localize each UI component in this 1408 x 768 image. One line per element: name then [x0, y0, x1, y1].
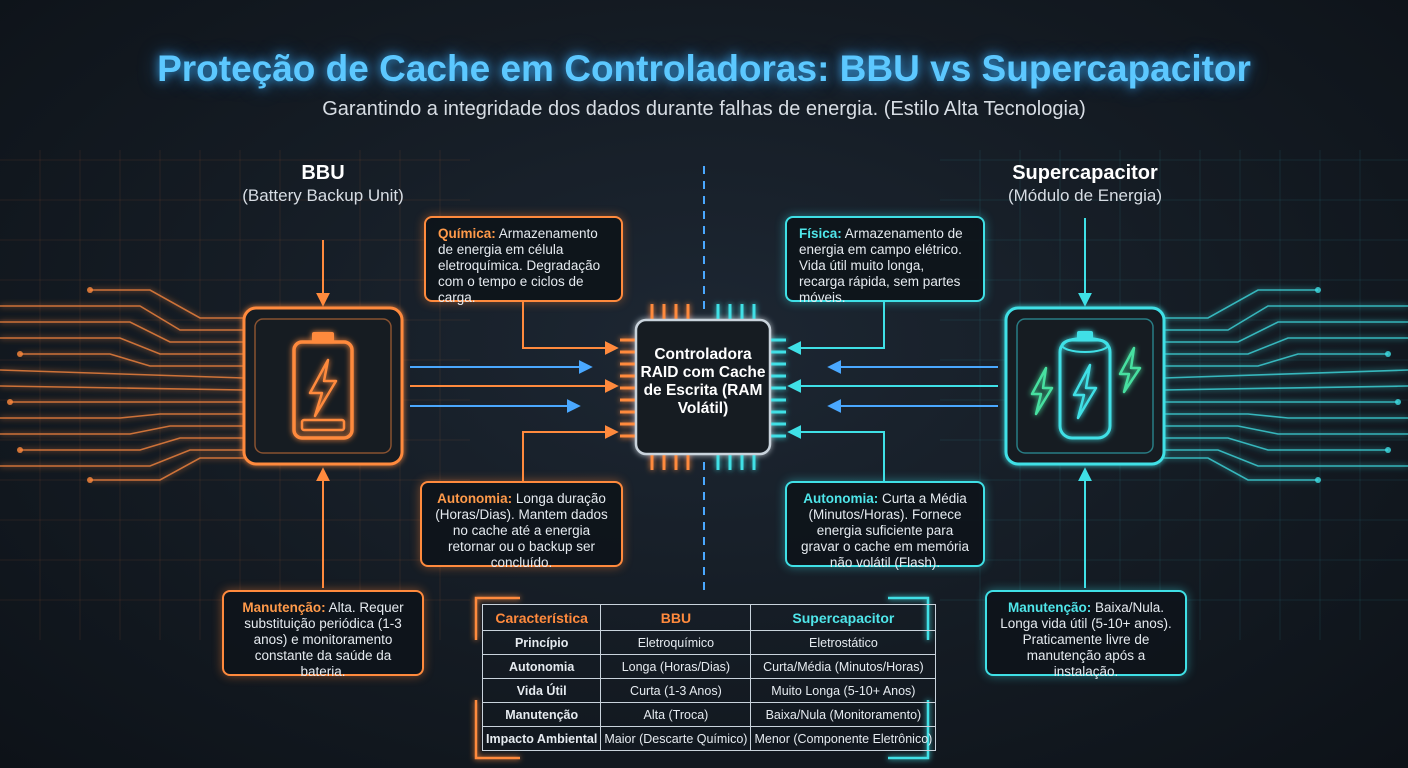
bbu-chemistry-label: Química: — [438, 226, 496, 241]
bbu-maintenance-text: Alta. Requer substituição periódica (1-3… — [244, 600, 404, 679]
bbu-autonomy-label: Autonomia: — [437, 491, 513, 506]
supercap-maintenance-text: Baixa/Nula. Longa vida útil (5-10+ anos)… — [1000, 600, 1172, 679]
arrow-autonomy-sc-chip — [787, 425, 885, 482]
supercap-subtitle: (Módulo de Energia) — [1007, 186, 1163, 205]
table-header-row: Característica BBU Supercapacitor — [481, 604, 937, 631]
table-header-cell: Supercapacitor — [750, 604, 937, 631]
table-header-cell: Característica — [481, 604, 602, 631]
table-cell: Longa (Horas/Dias) — [600, 654, 752, 679]
table-cell: Menor (Componente Eletrônico) — [750, 726, 937, 751]
page-title: Proteção de Cache em Controladoras: BBU … — [157, 48, 1251, 89]
table-row-label: Manutenção — [481, 702, 602, 727]
table-cell: Curta (1-3 Anos) — [600, 678, 752, 703]
bbu-circuit-traces — [0, 289, 245, 481]
supercap-maintenance-box: Manutenção: Baixa/Nula. Longa vida útil … — [985, 590, 1187, 679]
arrow-autonomy-bbu-chip — [522, 425, 619, 482]
bbu-autonomy-text: Longa duração (Horas/Dias). Mantem dados… — [435, 491, 608, 570]
bbu-chemistry-text: Armazenamento de energia em célula eletr… — [438, 226, 601, 305]
bbu-maintenance-label: Manutenção: — [242, 600, 326, 615]
arrow-physics-chip — [787, 302, 885, 355]
supercap-title: Supercapacitor — [1012, 162, 1158, 184]
bbu-subtitle: (Battery Backup Unit) — [242, 186, 404, 205]
table-row-label: Princípio — [481, 630, 602, 655]
table-header-cell: BBU — [600, 604, 752, 631]
page-subtitle: Garantindo a integridade dos dados duran… — [322, 98, 1086, 120]
table-row: Princípio Eletroquímico Eletrostático — [481, 630, 937, 655]
table-cell: Alta (Troca) — [600, 702, 752, 727]
comparison-table: Característica BBU Supercapacitor Princí… — [481, 604, 937, 751]
table-row-label: Autonomia — [481, 654, 602, 679]
table-row: Manutenção Alta (Troca) Baixa/Nula (Moni… — [481, 702, 937, 727]
table-row: Impacto Ambiental Maior (Descarte Químic… — [481, 726, 937, 751]
supercap-autonomy-text: Curta a Média (Minutos/Horas). Fornece e… — [800, 491, 970, 570]
battery-icon — [292, 332, 354, 440]
supercap-physics-box: Física: Armazenamento de energia em camp… — [785, 216, 985, 305]
bbu-autonomy-box: Autonomia: Longa duração (Horas/Dias). M… — [420, 481, 623, 570]
table-row: Autonomia Longa (Horas/Dias) Curta/Média… — [481, 654, 937, 679]
chip-icon — [620, 304, 786, 470]
table-cell: Eletrostático — [750, 630, 937, 655]
table-row: Vida Útil Curta (1-3 Anos) Muito Longa (… — [481, 678, 937, 703]
bbu-chemistry-box: Química: Armazenamento de energia em cél… — [424, 216, 623, 305]
table-row-label: Vida Útil — [481, 678, 602, 703]
supercap-physics-text: Armazenamento de energia em campo elétri… — [799, 226, 963, 305]
table-row-label: Impacto Ambiental — [481, 726, 602, 751]
bbu-maintenance-box: Manutenção: Alta. Requer substituição pe… — [222, 590, 424, 679]
supercap-autonomy-box: Autonomia: Curta a Média (Minutos/Horas)… — [785, 481, 985, 570]
table-cell: Eletroquímico — [600, 630, 752, 655]
supercap-module — [1004, 306, 1166, 466]
table-cell: Curta/Média (Minutos/Horas) — [750, 654, 937, 679]
table-cell: Baixa/Nula (Monitoramento) — [750, 702, 937, 727]
table-cell: Maior (Descarte Químico) — [600, 726, 752, 751]
bbu-title: BBU — [301, 162, 345, 184]
table-cell: Muito Longa (5-10+ Anos) — [750, 678, 937, 703]
supercap-maintenance-label: Manutenção: — [1007, 600, 1092, 615]
controller-label: Controladora RAID com Cache de Escrita (… — [640, 346, 766, 417]
supercap-physics-label: Física: — [799, 226, 842, 241]
supercapacitor-icon — [1030, 331, 1142, 440]
bbu-module — [242, 306, 404, 466]
supercap-autonomy-label: Autonomia: — [803, 491, 879, 506]
supercap-circuit-traces — [1163, 289, 1408, 481]
arrow-chemistry-chip — [522, 302, 619, 355]
